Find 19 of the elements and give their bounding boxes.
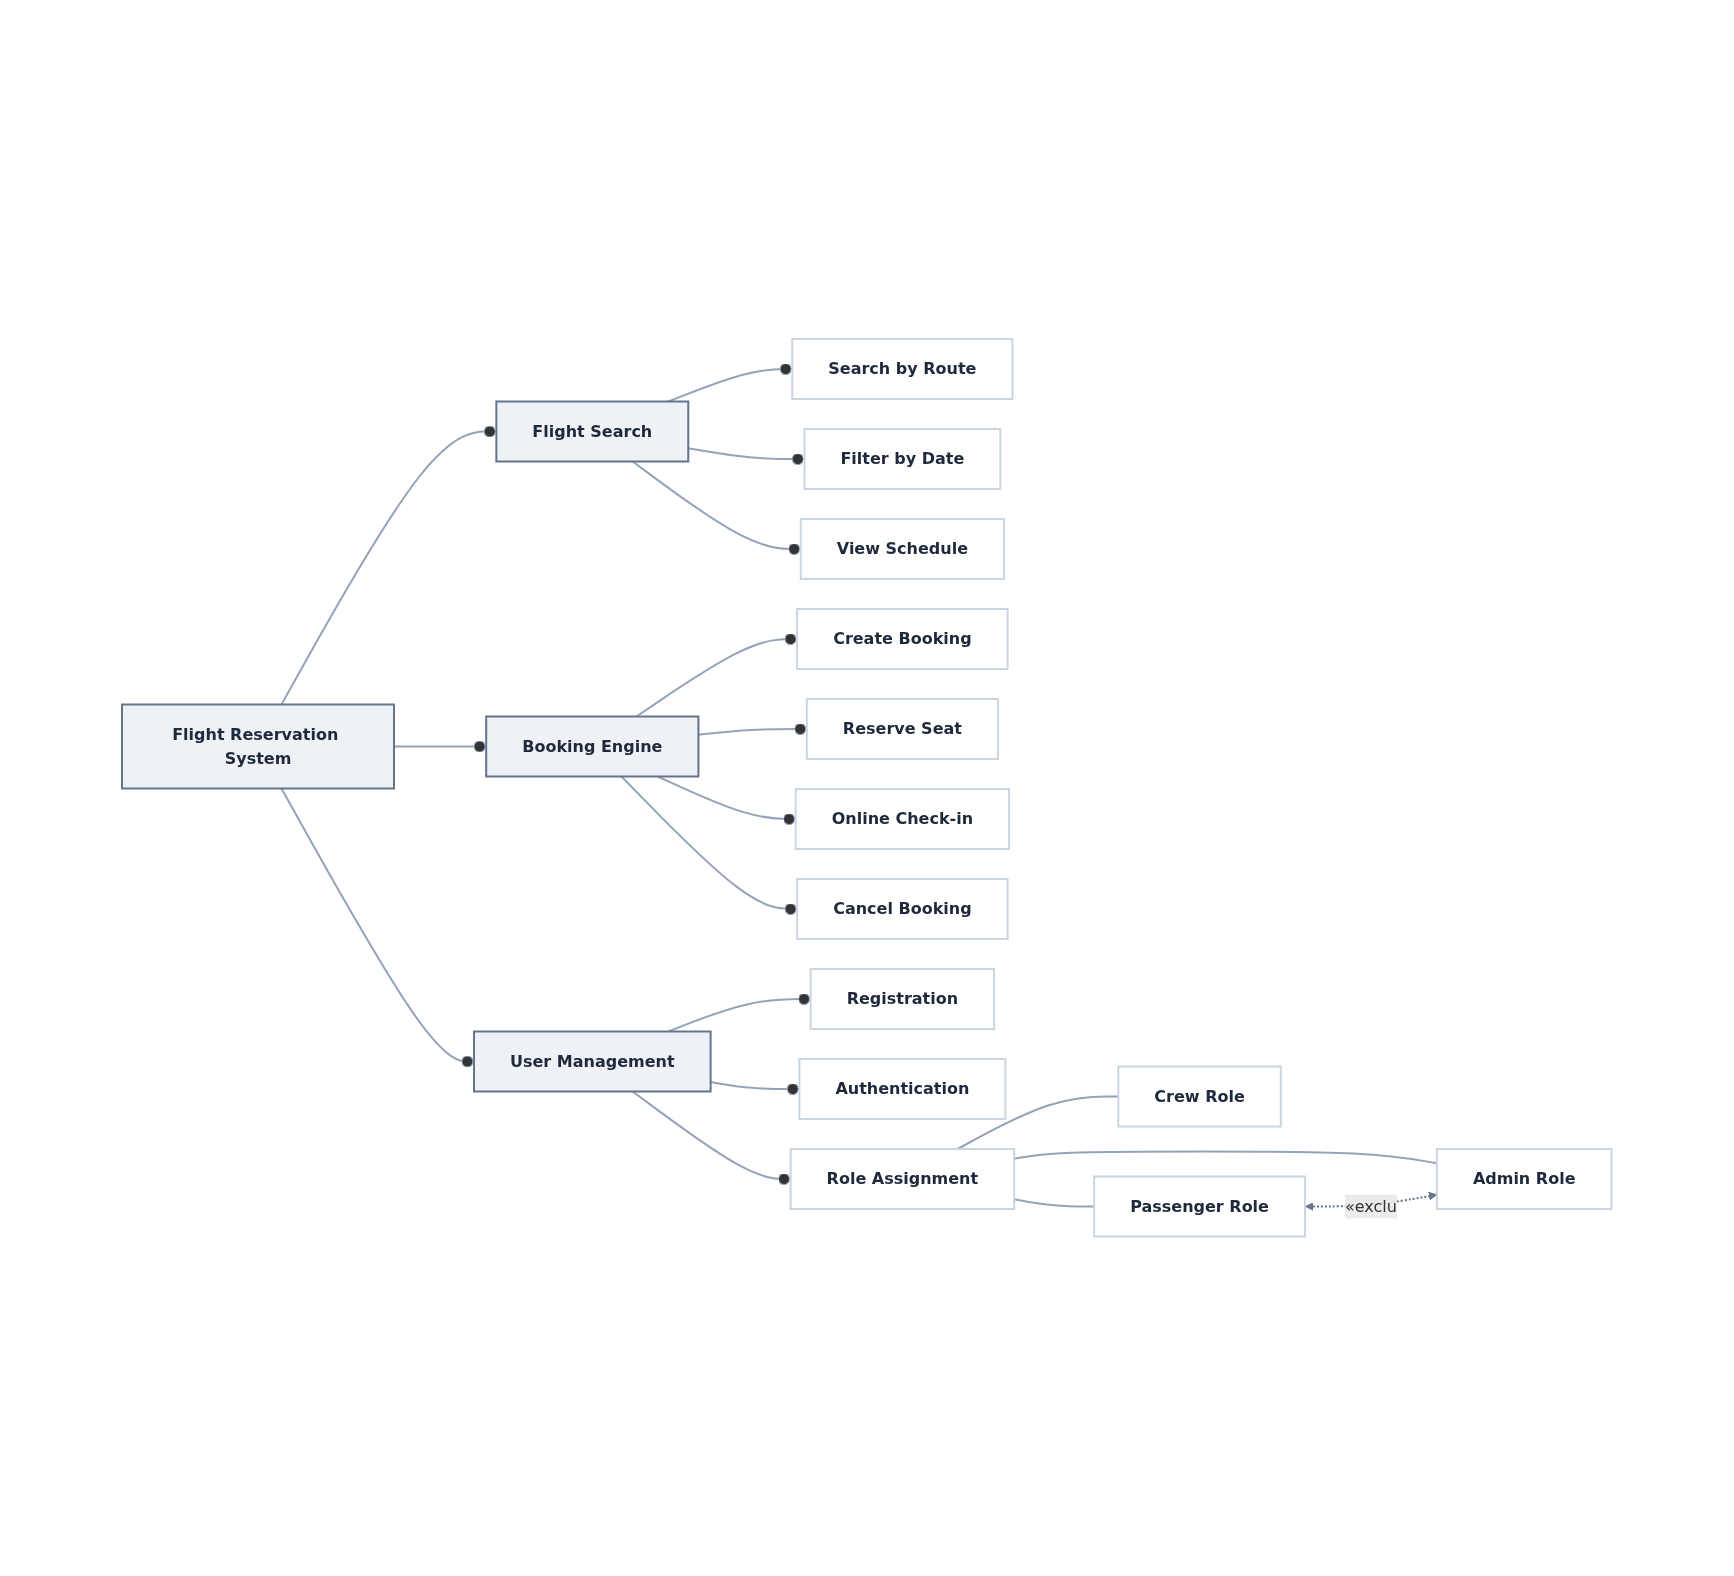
edge-label: «exclu [1345,1196,1398,1216]
node-box: Search by Route [791,338,1014,401]
node-box: Registration [809,968,996,1031]
node-box: Cancel Booking [796,878,1009,941]
node-box: Reserve Seat [806,698,1000,761]
node-box: Flight Search [495,400,690,463]
node-box: Flight Reservation System [121,703,396,790]
node-box: Create Booking [796,608,1009,671]
node-box: Authentication [798,1058,1007,1121]
node-box: View Schedule [800,518,1006,581]
node-box: Online Check-in [794,788,1011,851]
node-box: Admin Role [1436,1148,1613,1211]
node-box: Booking Engine [485,715,700,778]
node-box: Passenger Role [1093,1175,1307,1238]
node-box: User Management [473,1030,712,1093]
node-box: Crew Role [1117,1065,1283,1128]
connector [631,460,802,556]
node-box: Role Assignment [789,1148,1016,1211]
node-box: Filter by Date [803,428,1002,491]
